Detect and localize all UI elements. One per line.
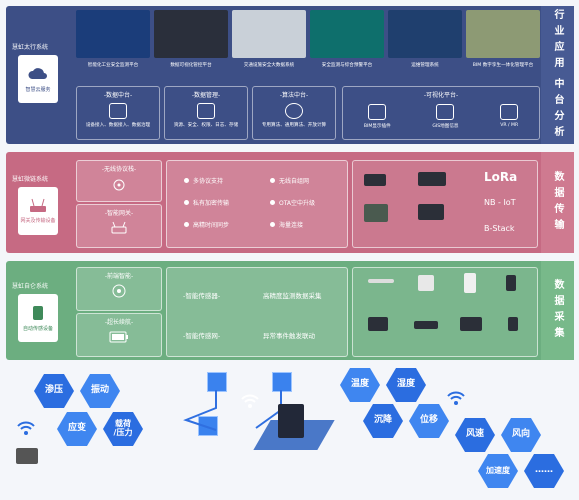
feature-item: 高精时间同步 xyxy=(184,220,229,229)
wireless-icon xyxy=(113,179,125,191)
transport-device xyxy=(364,204,388,222)
side-label-analysis: 中台分析 xyxy=(552,77,563,142)
sensor-device xyxy=(368,279,394,283)
app-system-icon-label: 智慧云服务 xyxy=(25,87,51,93)
algorithm-platform[interactable]: -算法中台- 专用算法、通用算法、开放计算 xyxy=(252,86,336,140)
bim-plugin[interactable]: BIM显示插件 xyxy=(364,101,391,129)
transport-system: 慧虹微链系统 网关及传输设备 xyxy=(12,174,70,235)
wifi-icon xyxy=(17,421,35,435)
smart-sensor-desc: 高精度监测数据采集 xyxy=(263,292,322,300)
app-system: 慧虹太行系统 智慧云服务 xyxy=(12,42,70,103)
hex-more[interactable]: …… xyxy=(524,454,564,488)
sensor-network-title: -智能传感网- xyxy=(183,332,221,340)
transport-device xyxy=(364,174,386,186)
sensor-device xyxy=(506,275,516,291)
feature-item: 无线自组网 xyxy=(270,176,309,185)
hex-seepage[interactable]: 渗压 xyxy=(34,374,74,408)
hex-acceleration[interactable]: 加速度 xyxy=(478,454,518,488)
long-endurance[interactable]: -超长续航- xyxy=(76,313,162,357)
sensing-features: -智能传感器- 高精度监测数据采集 -智能传感网- 异常事件触发联动 xyxy=(166,267,348,357)
smart-sensor-title: -智能传感器- xyxy=(183,292,221,300)
sensor-network-desc: 异常事件触发联动 xyxy=(263,332,315,340)
battery-icon xyxy=(109,331,128,343)
gateway-device-icon[interactable]: 网关及传输设备 xyxy=(18,187,58,235)
sensor-device xyxy=(368,317,388,331)
application-thumbnails: 智能化工业安全监测平台 数据可视化管控平台 交通设施安全大数据系统 安全监测与综… xyxy=(76,10,540,78)
wireless-stack[interactable]: -无线协议栈- xyxy=(76,160,162,202)
hex-settlement[interactable]: 沉降 xyxy=(363,404,403,438)
side-label-transport: 数据传输 xyxy=(552,170,563,235)
network-node xyxy=(198,416,218,436)
transport-device xyxy=(418,172,446,186)
edge-intelligence[interactable]: -前端智能- xyxy=(76,267,162,311)
sensor-device xyxy=(414,321,438,329)
gis-map-icon xyxy=(436,104,455,120)
wifi-icon xyxy=(447,391,465,405)
sensor-device-icon[interactable]: 自动传感设备 xyxy=(18,294,58,342)
transport-device xyxy=(418,204,444,220)
transport-layer: 慧虹微链系统 网关及传输设备 -无线协议栈- -智能网关- 多协议支持 无线自组… xyxy=(6,152,574,253)
visualization-platform[interactable]: -可视化平台- BIM显示插件 GIS地图信息 VR / MR xyxy=(342,86,540,140)
bim-icon xyxy=(368,104,387,120)
hex-wind-speed[interactable]: 风速 xyxy=(455,418,495,452)
algorithm-icon xyxy=(285,103,303,119)
feature-item: 多协议支持 xyxy=(184,176,223,185)
application-layer: 慧虹太行系统 智慧云服务 智能化工业安全监测平台 数据可视化管控平台 交通设施安… xyxy=(6,6,574,144)
hex-temperature[interactable]: 温度 xyxy=(340,368,380,402)
hex-load-pressure[interactable]: 载荷 /压力 xyxy=(103,412,143,446)
vr-headset-icon xyxy=(500,104,519,120)
chip-icon xyxy=(112,284,126,298)
app-system-name: 慧虹太行系统 xyxy=(12,44,49,51)
feature-item: 海量连接 xyxy=(270,220,303,229)
gis-info[interactable]: GIS地图信息 xyxy=(432,101,459,129)
app-thumb-1[interactable]: 数据可视化管控平台 xyxy=(154,10,228,78)
sensor-device xyxy=(464,273,476,293)
side-label-sensing: 数据采集 xyxy=(552,278,563,343)
wifi-icon xyxy=(241,394,259,408)
sensor-device xyxy=(508,317,518,331)
feature-item: 私有加密传输 xyxy=(184,198,229,207)
app-thumb-0[interactable]: 智能化工业安全监测平台 xyxy=(76,10,150,78)
sensor-device xyxy=(418,275,434,291)
brand-bstack: B-Stack xyxy=(484,224,515,233)
sensor-device xyxy=(460,317,482,331)
gateway-icon xyxy=(111,221,127,234)
app-thumb-2[interactable]: 交通设施安全大数据系统 xyxy=(232,10,306,78)
server-rack-icon[interactable] xyxy=(278,404,304,438)
router-icon xyxy=(30,198,46,212)
sensing-system: 慧虹自仑系统 自动传感设备 xyxy=(12,281,70,342)
vr-mr[interactable]: VR / MR xyxy=(500,101,519,129)
hex-displacement[interactable]: 位移 xyxy=(409,404,449,438)
brand-nbiot: NB - IoT xyxy=(484,198,516,207)
app-thumb-3[interactable]: 安全监测与综合预警平台 xyxy=(310,10,384,78)
brand-lora: LoRa xyxy=(484,170,518,184)
edge-sensor-device xyxy=(16,448,38,464)
transport-features xyxy=(166,160,348,248)
sensor-icon xyxy=(33,306,43,320)
hex-vibration[interactable]: 振动 xyxy=(80,374,120,408)
hex-wind-direction[interactable]: 风向 xyxy=(501,418,541,452)
data-management[interactable]: -数据管理- 资源、安全、权限、日志、存储 xyxy=(164,86,248,140)
app-thumb-5[interactable]: BIM 数字孪生一体化管理平台 xyxy=(466,10,540,78)
hex-humidity[interactable]: 湿度 xyxy=(386,368,426,402)
sensing-layer: 慧虹自仑系统 自动传感设备 -前端智能- -超长续航- -智能传感器- 高精度监… xyxy=(6,261,574,360)
smart-gateway[interactable]: -智能网关- xyxy=(76,204,162,248)
cloud-service-icon[interactable]: 智慧云服务 xyxy=(18,55,58,103)
data-management-icon xyxy=(197,103,215,119)
hex-strain[interactable]: 应变 xyxy=(57,412,97,446)
app-thumb-4[interactable]: 运维管理系统 xyxy=(388,10,462,78)
data-platform-icon xyxy=(109,103,127,119)
data-middle-platform[interactable]: -数据中台- 设备接入、数据接入、数据治理 xyxy=(76,86,160,140)
cloud-icon xyxy=(28,68,47,79)
side-label-industry: 行业应用 xyxy=(552,8,563,73)
feature-item: OTA空中升级 xyxy=(270,198,315,207)
